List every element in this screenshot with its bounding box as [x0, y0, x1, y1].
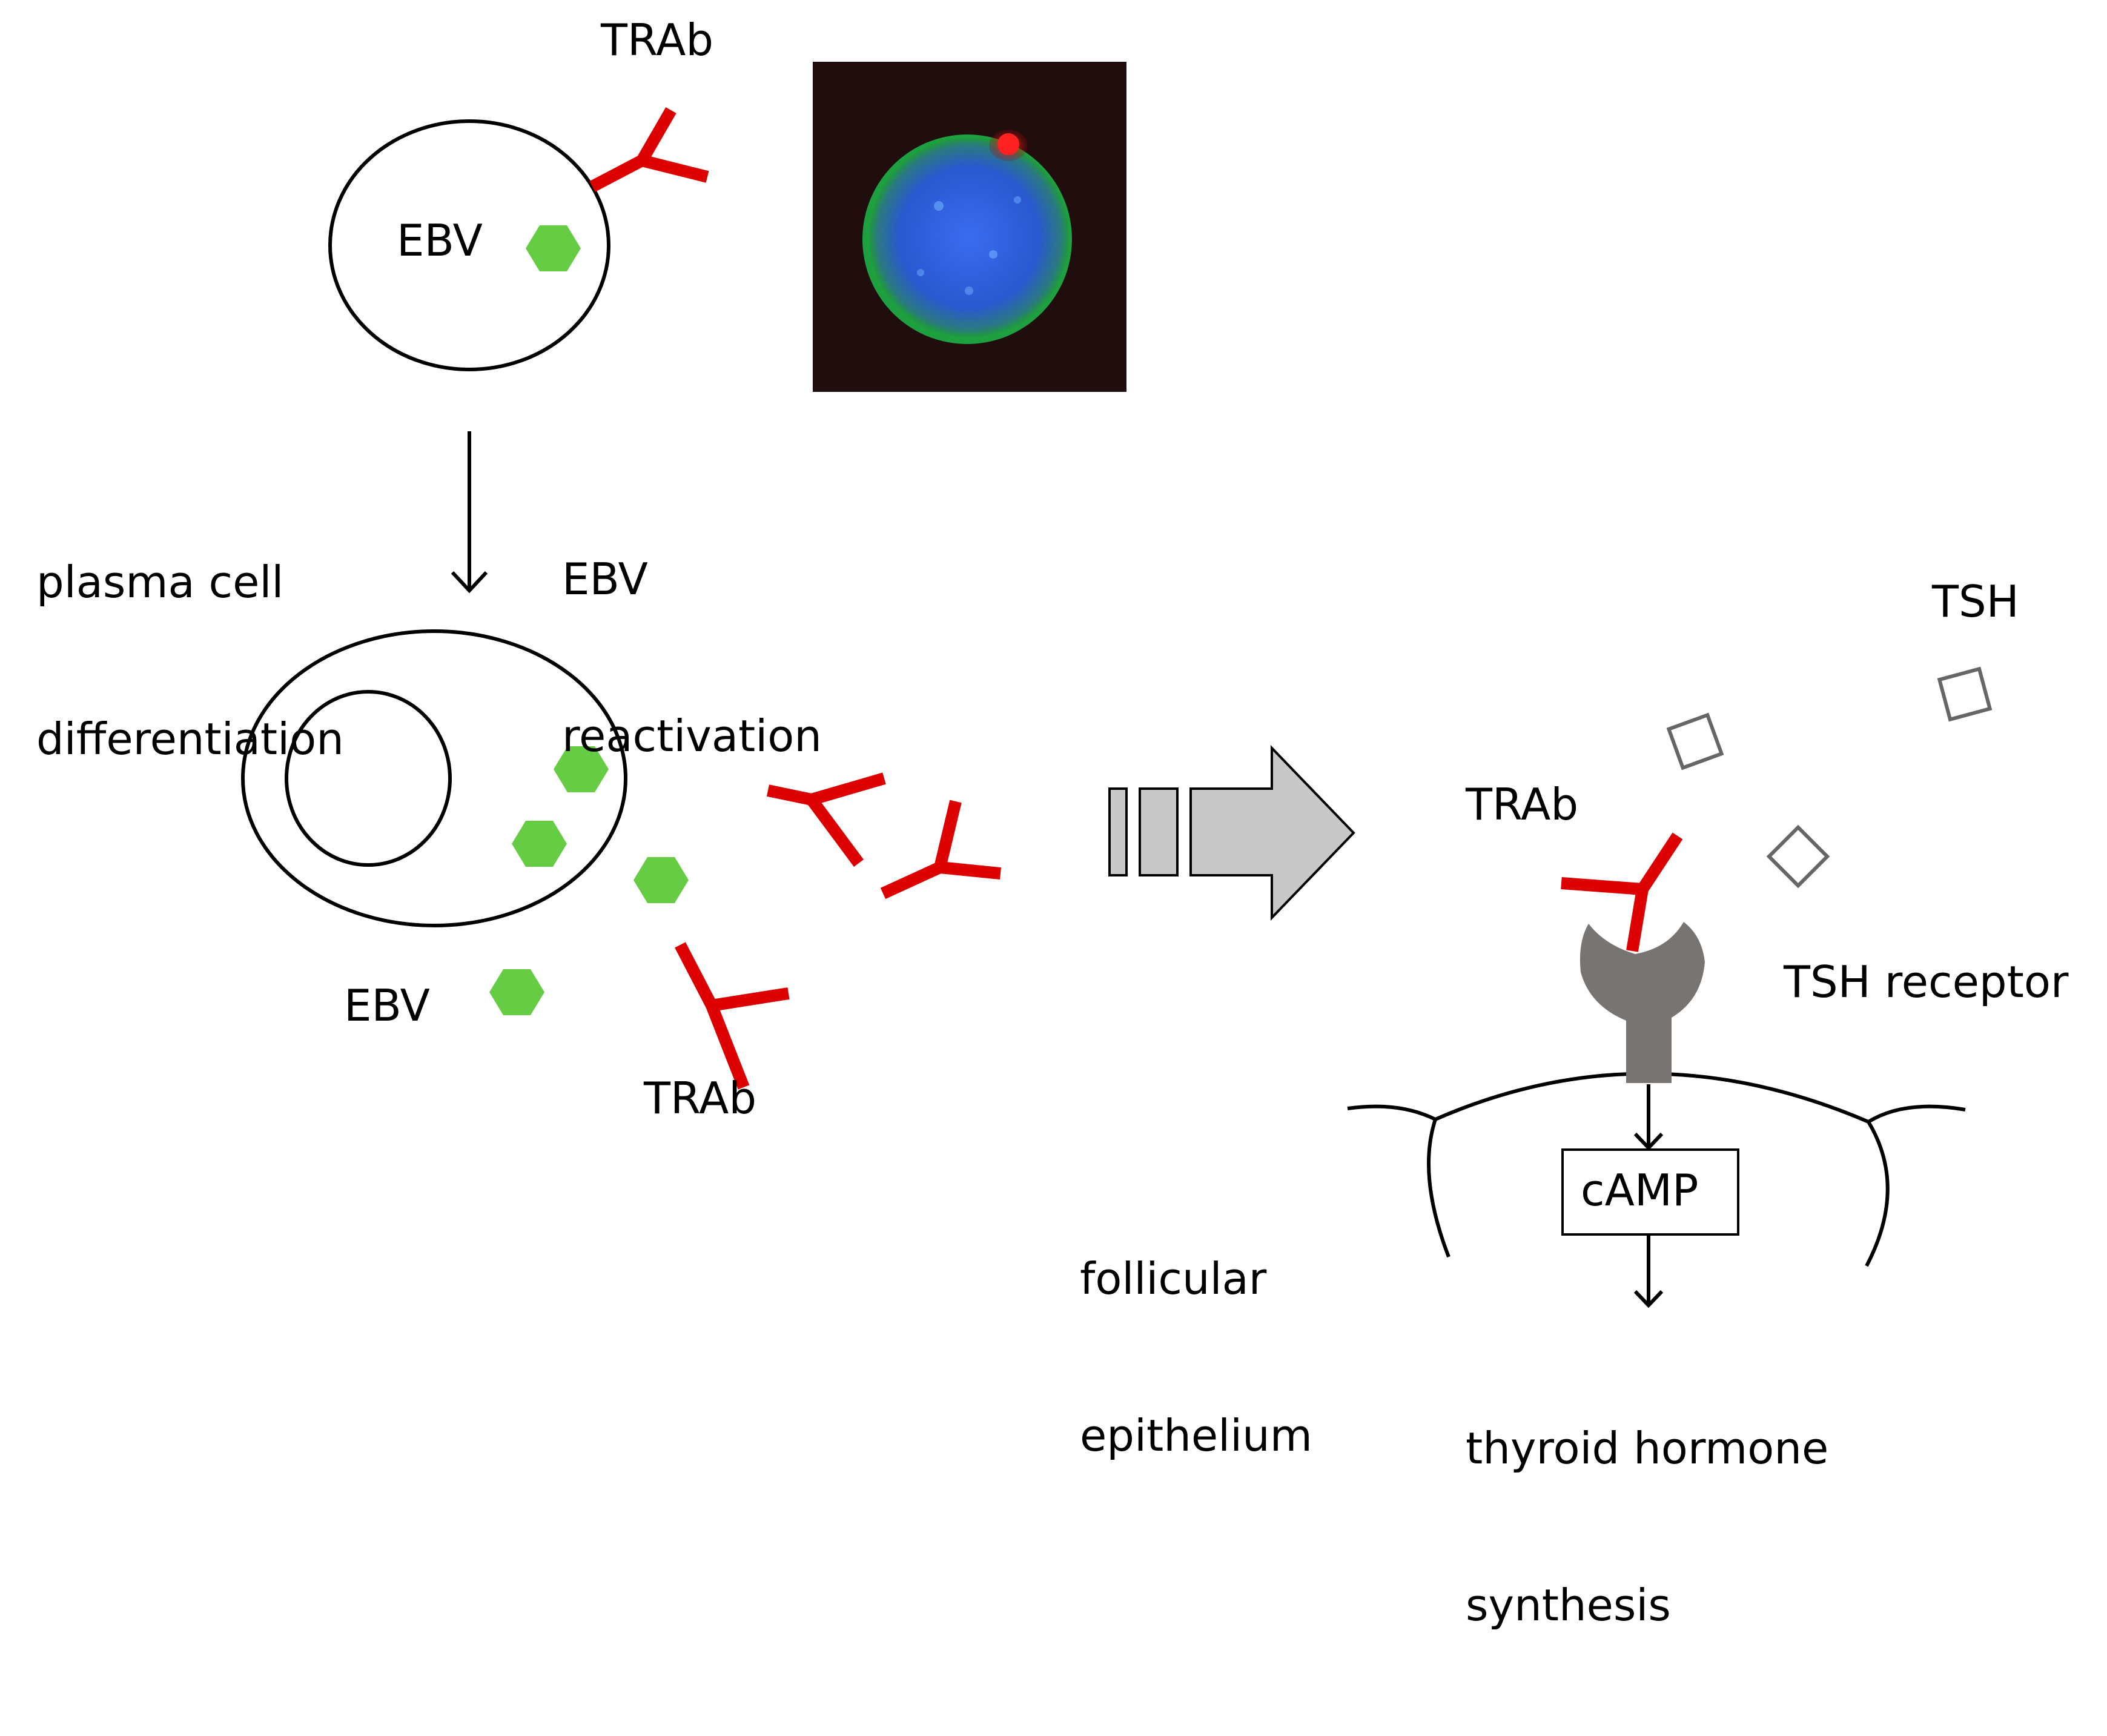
camp-box — [1561, 1148, 1739, 1236]
plasma-cell-membrane — [241, 629, 627, 927]
ebv-reactivation-label: EBV reactivation — [562, 448, 822, 867]
trab-label-right: TRAb — [1466, 779, 1579, 830]
plasma-cell-line2: differentiation — [36, 713, 344, 764]
tsh-label: TSH — [1932, 576, 2019, 627]
b-cell-membrane — [328, 119, 610, 371]
antibody-icon — [766, 772, 886, 867]
big-arrow — [1108, 745, 1355, 921]
ebv-virion — [489, 969, 544, 1015]
tsh-molecule — [1937, 666, 1993, 722]
signal-arrow — [1633, 1084, 1664, 1151]
signal-arrow — [1633, 1236, 1664, 1308]
tsh-receptor — [1579, 922, 1705, 1083]
thyroid-hormone-label: thyroid hormone synthesis — [1466, 1317, 1828, 1736]
ebv-virion — [554, 746, 609, 792]
antibody-icon — [1561, 832, 1683, 952]
camp-label: cAMP — [1581, 1165, 1699, 1216]
ebv-virion — [526, 225, 581, 271]
thyroid-line1: thyroid hormone — [1466, 1422, 1829, 1474]
ebv-react-line2: reactivation — [562, 710, 822, 761]
antibody-icon — [675, 942, 790, 1090]
diagram: TRAb EBV plasma cell differentiation EBV… — [36, 15, 2069, 1631]
plasma-cell-nucleus — [285, 690, 452, 867]
ebv-virion — [512, 821, 567, 867]
ebv-label-top: EBV — [397, 215, 483, 266]
follicular-line2: epithelium — [1080, 1410, 1312, 1461]
plasma-cell-differentiation-label: plasma cell differentiation — [36, 451, 344, 870]
plasma-cell-line1: plasma cell — [36, 556, 284, 608]
tsh-molecule — [1666, 712, 1724, 770]
differentiation-arrow — [451, 431, 488, 594]
ebv-react-line1: EBV — [562, 553, 648, 605]
follicular-epithelium-label: follicular epithelium — [1080, 1148, 1312, 1566]
tsh-molecule — [1766, 824, 1830, 889]
tsh-receptor-label: TSH receptor — [1784, 956, 2069, 1007]
antibody-icon — [589, 107, 709, 192]
antibody-icon — [880, 800, 1001, 899]
follicular-line1: follicular — [1080, 1253, 1267, 1304]
fluorescence-micrograph — [813, 62, 1126, 392]
ebv-label-bottom: EBV — [344, 980, 430, 1031]
ebv-virion — [633, 857, 689, 903]
trab-label-top: TRAb — [601, 15, 714, 65]
diagram-canvas — [241, 62, 1993, 1308]
thyroid-line2: synthesis — [1466, 1579, 1671, 1631]
trab-label-bottom: TRAb — [644, 1073, 757, 1124]
